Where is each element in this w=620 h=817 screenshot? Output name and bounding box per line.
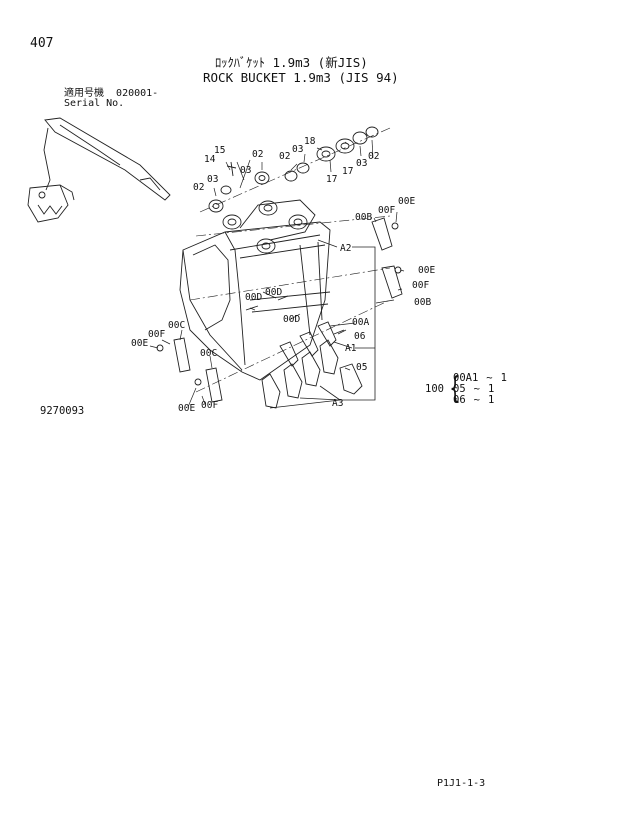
callout-00F: 00F	[148, 329, 165, 340]
leader-lines	[149, 139, 405, 408]
serial-label-jp: 適用号機	[64, 88, 104, 99]
callout-00A: 00A	[352, 317, 369, 328]
callout-18: 18	[304, 136, 316, 147]
quantity-row: 05 ~ 1	[453, 383, 495, 395]
quantity-prefix: 100	[425, 383, 444, 395]
serial-label-en: Serial No.	[64, 98, 125, 109]
callout-03: 03	[240, 165, 251, 176]
title-english: ROCK BUCKET 1.9m3 (JIS 94)	[203, 70, 399, 85]
callout-03: 03	[356, 158, 367, 169]
callout-00F: 00F	[378, 205, 395, 216]
fasteners	[156, 222, 402, 386]
bucket-body	[179, 221, 331, 381]
quantity-row: 06 ~ 1	[453, 394, 495, 406]
callout-00E: 00E	[398, 196, 415, 207]
callout-00E: 00E	[131, 338, 148, 349]
footer-code: P1J1-1-3	[437, 778, 486, 789]
callout-14: 14	[204, 154, 216, 165]
pins-and-bushings	[208, 126, 379, 213]
callout-00F: 00F	[201, 400, 218, 411]
callout-00B: 00B	[355, 212, 372, 223]
callout-02: 02	[252, 149, 263, 160]
page-number: 407	[30, 36, 54, 51]
callout-17: 17	[342, 166, 353, 177]
excavator-arm-thumbnail	[27, 117, 171, 223]
callout-00E: 00E	[418, 265, 435, 276]
quantity-row: 00A1 ~ 1	[453, 372, 507, 384]
callout-00F: 00F	[412, 280, 429, 291]
callout-17: 17	[326, 174, 337, 185]
callout-00B: 00B	[414, 297, 431, 308]
callout-02: 02	[193, 182, 204, 193]
serial-block: 適用号機 020001- Serial No.	[64, 89, 158, 109]
callout-00D: 00D	[265, 287, 282, 298]
brace-symbol: {	[449, 371, 461, 406]
callout-05: 05	[356, 362, 367, 373]
callout-00D: 00D	[245, 292, 262, 303]
title-japanese: ﾛｯｸﾊﾞｹｯﾄ 1.9m3 (新JIS)	[215, 55, 368, 70]
callout-00E: 00E	[178, 403, 195, 414]
callout-03: 03	[292, 144, 303, 155]
assembly-brackets	[269, 246, 376, 409]
callout-00C: 00C	[200, 348, 217, 359]
callout-06: 06	[354, 331, 366, 342]
callout-00C: 00C	[168, 320, 185, 331]
callout-A3: A3	[332, 398, 343, 409]
drawing-number: 9270093	[40, 405, 85, 417]
callout-03: 03	[207, 174, 218, 185]
callout-00D: 00D	[283, 314, 300, 325]
side-cutter-left	[173, 337, 223, 403]
callout-A1: A1	[345, 343, 357, 354]
center-lines	[189, 127, 391, 393]
serial-value: 020001-	[116, 88, 159, 99]
callout-02: 02	[368, 151, 379, 162]
callout-A2: A2	[340, 243, 351, 254]
callout-labels: 15 14 02 03 03 02 18 03 02 17 17 03 02 0…	[131, 136, 435, 414]
callout-02: 02	[279, 151, 290, 162]
callout-15: 15	[214, 145, 225, 156]
quantity-table: 100 { 00A1 ~ 1 05 ~ 1 06 ~ 1	[425, 371, 507, 406]
bucket-teeth	[261, 321, 363, 409]
side-cutter-right	[371, 217, 403, 299]
mounting-bosses	[222, 199, 316, 254]
